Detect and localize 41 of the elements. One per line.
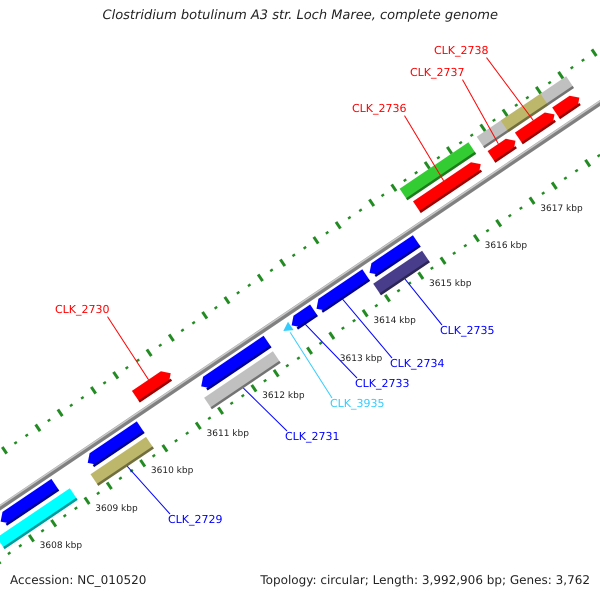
gene-label: CLK_2738 — [434, 45, 489, 58]
leader-line — [290, 332, 332, 398]
scale-label: 3608 kbp — [40, 541, 82, 552]
leader-line — [242, 388, 288, 432]
leader-line — [126, 466, 170, 514]
leader-line — [305, 324, 358, 378]
leader-line — [107, 316, 149, 380]
gene-label: CLK_2735 — [440, 325, 495, 338]
leader-line — [486, 57, 534, 121]
scale-label: 3610 kbp — [150, 466, 194, 477]
gene-label: CLK_2729 — [168, 514, 223, 527]
gene-feature — [400, 142, 476, 200]
gene-label: CLK_2736 — [352, 103, 407, 116]
gene-feature — [316, 269, 370, 313]
scale-label: 3613 kbp — [340, 354, 382, 364]
gene-label: CLK_2734 — [390, 358, 445, 371]
gene-label: CLK_2737 — [410, 67, 465, 80]
gene-feature — [552, 96, 581, 120]
gene-label: CLK_3935 — [330, 398, 385, 411]
footer-text: Accession: NC_010520 — [10, 574, 146, 588]
leader-line — [404, 278, 442, 326]
scale-label: 3612 kbp — [262, 391, 305, 402]
scale-label: 3617 kbp — [540, 204, 583, 214]
footer-text: Topology: circular; Length: 3,992,906 bp; Genes: 3,762 — [260, 574, 590, 588]
gene-feature — [488, 138, 517, 163]
title: Clostridium botulinum A3 str. Loch Maree, complete genome — [102, 9, 498, 24]
gene-label: CLK_2731 — [285, 431, 340, 444]
scale-label: 3615 kbp — [429, 278, 472, 290]
gene-marker — [283, 322, 294, 331]
leader-line — [462, 79, 499, 144]
scale-label: 3616 kbp — [484, 241, 528, 252]
leader-line — [342, 298, 392, 358]
gene-feature — [132, 371, 172, 402]
scale-label: 3609 kbp — [95, 504, 138, 514]
gene-label: CLK_2730 — [55, 304, 110, 317]
gene-label: CLK_2733 — [355, 378, 410, 391]
gene-feature — [292, 304, 318, 330]
scale-label: 3611 kbp — [206, 428, 249, 440]
scale-label: 3614 kbp — [373, 316, 416, 327]
gene-feature — [373, 250, 430, 296]
leader-line — [404, 115, 444, 182]
